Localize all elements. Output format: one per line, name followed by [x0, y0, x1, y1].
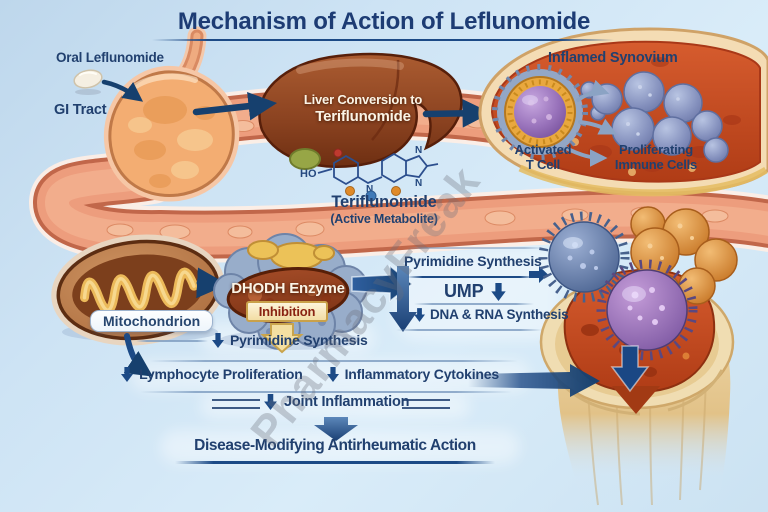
arrow-liver-to-synovium [422, 99, 492, 128]
label-gi-tract: GI Tract [54, 102, 107, 118]
joint-text: Joint Inflammation [284, 394, 410, 410]
blue-immune-cell [538, 211, 630, 303]
divider-above-pyr-block [407, 247, 545, 249]
prolif-line2: Immune Cells [614, 156, 698, 172]
purple-immune-cell [596, 259, 698, 361]
arrow-curved-down [123, 333, 153, 377]
arrow-ump-down-tall [389, 266, 417, 332]
wash-right-block [395, 248, 560, 340]
underline-title [152, 39, 614, 41]
inflamed-synovium [478, 27, 768, 197]
liver-line1: Liver Conversion to [303, 92, 423, 107]
joint-decor-left [212, 399, 260, 409]
bone-joint [538, 206, 738, 512]
cytokines-text: Inflammatory Cytokines [344, 366, 500, 382]
label-dna-rna: DNA & RNA Synthesis [414, 307, 569, 322]
label-inflamed-synovium: Inflamed Synovium [548, 50, 678, 66]
divider-under-effects [140, 391, 512, 393]
label-mitochondrion: Mitochondrion [90, 310, 214, 332]
lymphocyte-text: Lymphocyte Proliferation [139, 366, 303, 382]
t-cell-line1: Activated [514, 142, 572, 157]
label-pyr-down: Pyrimidine Synthesis [212, 332, 368, 348]
down-arrow-icon [264, 394, 277, 410]
underline-pyr-block [407, 276, 535, 278]
gallbladder [289, 148, 321, 170]
pyr-down-text: Pyrimidine Synthesis [230, 332, 368, 348]
prolif-line1: Proliferating [619, 142, 693, 157]
label-dmard: Disease-Modifying Antirheumatic Action [194, 437, 476, 454]
joint-decor-right [402, 399, 450, 409]
stomach [103, 65, 240, 202]
label-inhibition: Inhibition [246, 301, 328, 322]
arrow-to-dmard [314, 417, 358, 441]
teriflunomide-structure: HO N N N [300, 145, 439, 202]
divider-under-dna [396, 329, 542, 331]
effects-row: Lymphocyte Proliferation Inflammatory Cy… [100, 366, 520, 382]
pill [73, 69, 103, 95]
page-title: Mechanism of Action of Leflunomide [177, 8, 591, 35]
label-ump: UMP [444, 281, 507, 302]
underline-dmard [175, 461, 495, 464]
down-arrow-icon [121, 366, 134, 382]
label-active-metabolite: (Active Metabolite) [330, 212, 438, 226]
liver [258, 52, 463, 170]
proliferating-immune-cells [580, 71, 729, 163]
arrow-pill-to-stomach [101, 79, 144, 102]
label-activated-t-cell: Activated T Cell [500, 142, 586, 173]
arrow-tcell-prolif-1 [576, 79, 610, 102]
arrow-pyr-to-joint [529, 266, 548, 283]
dhodh-enzyme [213, 233, 368, 350]
activated-t-cell [492, 64, 588, 160]
down-arrow-icon [326, 366, 339, 382]
arrow-inhibition-down [260, 323, 304, 354]
divider-under-pyr-row [150, 360, 518, 362]
wash-joint-row [200, 393, 470, 419]
svg-text:N: N [366, 184, 373, 195]
arrow-effects-to-bone [468, 364, 600, 397]
arrow-joint-down [610, 345, 650, 393]
label-joint-inflammation: Joint Inflammation [264, 394, 409, 410]
svg-text:N: N [415, 145, 422, 156]
arrow-stomach-to-liver [192, 91, 278, 121]
arrow-tcell-prolif-2 [578, 118, 618, 135]
down-arrow-icon [491, 282, 507, 301]
svg-text:HO: HO [300, 168, 317, 180]
ump-text: UMP [444, 281, 484, 301]
divider-under-ump [414, 303, 534, 305]
orange-cells [630, 206, 738, 306]
label-oral-leflunomide: Oral Leflunomide [56, 50, 164, 65]
label-proliferating: Proliferating Immune Cells [597, 142, 715, 173]
down-arrow-icon [414, 307, 425, 322]
t-cell-line2: T Cell [525, 156, 561, 172]
label-lymphocyte: Lymphocyte Proliferation [121, 366, 303, 382]
svg-text:N: N [415, 178, 422, 189]
label-pyrimidine-synthesis: Pyrimidine Synthesis [404, 253, 542, 269]
label-teriflunomide: Teriflunomide [331, 193, 437, 211]
label-cytokines: Inflammatory Cytokines [326, 366, 500, 382]
arrow-tcell-prolif-3 [564, 146, 608, 167]
divider-left-of-pyr [136, 340, 208, 342]
down-arrow-icon [212, 332, 224, 348]
label-dhodh-enzyme: DHODH Enzyme [231, 280, 345, 297]
liver-line2: Teriflunomide [315, 108, 411, 126]
dna-rna-text: DNA & RNA Synthesis [430, 307, 569, 322]
label-liver-conversion: Liver Conversion to Teriflunomide [282, 92, 444, 127]
